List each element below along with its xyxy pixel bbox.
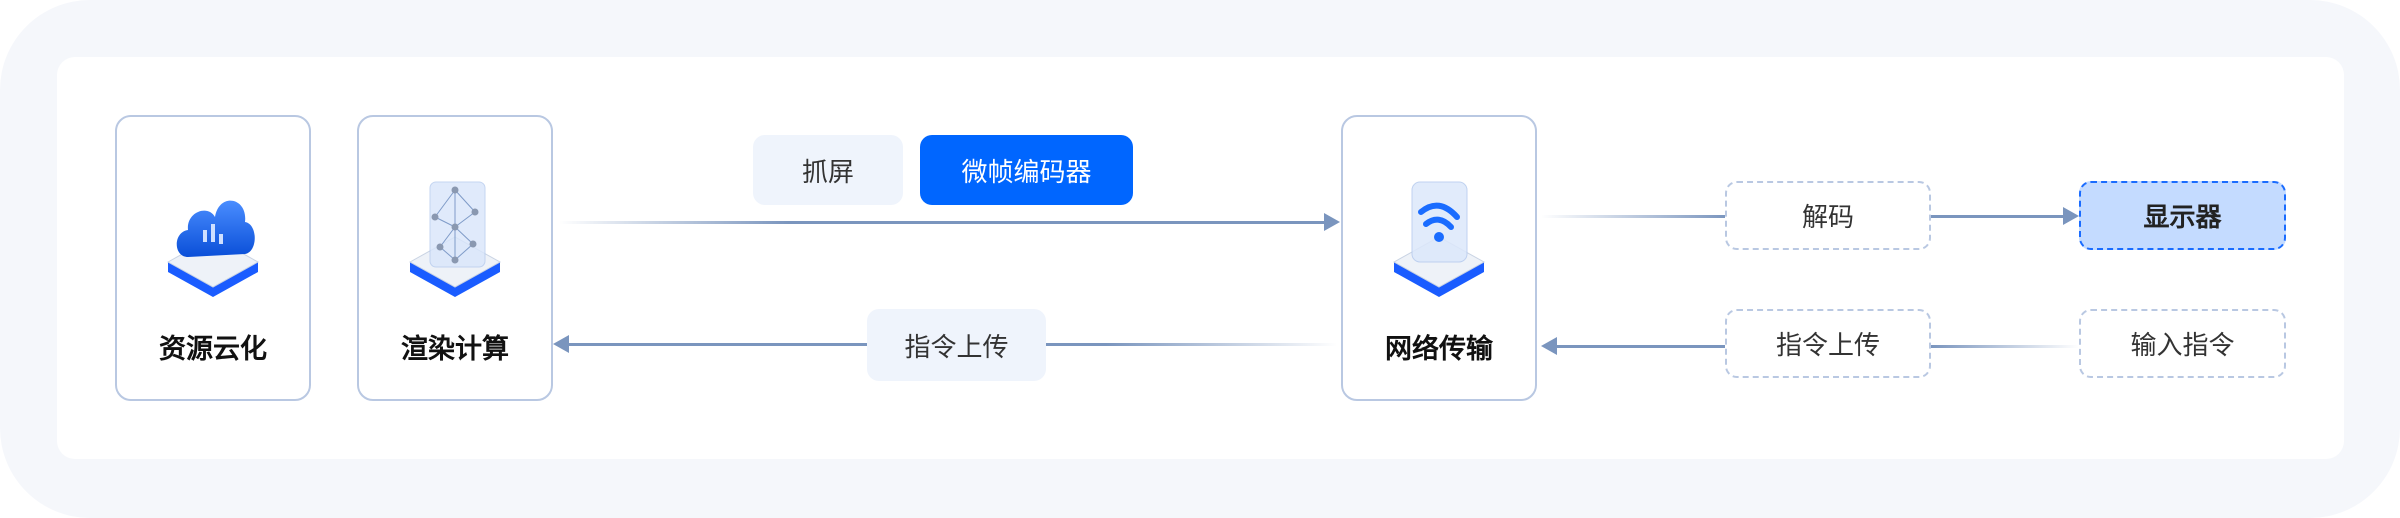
- cloud-icon: [166, 200, 260, 297]
- step-command-upload-right: 指令上传: [1725, 309, 1931, 378]
- step-screen-capture: 抓屏: [753, 135, 903, 205]
- node-network-transfer: 网络传输: [1341, 115, 1537, 401]
- step-command-upload: 指令上传: [867, 309, 1046, 381]
- arrow-left-icon: [1541, 337, 1557, 355]
- arrow-left-icon: [553, 335, 569, 353]
- input-connector: [1931, 345, 2079, 348]
- arrow-right-icon: [2063, 207, 2079, 225]
- wifi-icon: [1392, 181, 1486, 297]
- display-connector: [1931, 215, 2063, 218]
- node-label: 渲染计算: [401, 334, 509, 365]
- step-input-command: 输入指令: [2079, 309, 2286, 378]
- step-encoder: 微帧编码器: [920, 135, 1133, 205]
- node-render-compute: 渲染计算: [357, 115, 553, 401]
- arrow-right-icon: [1324, 213, 1340, 231]
- step-display: 显示器: [2079, 181, 2286, 250]
- network-graph-icon: [408, 181, 502, 297]
- node-label: 网络传输: [1385, 334, 1493, 365]
- step-decode: 解码: [1725, 181, 1931, 250]
- forward-connector: [559, 221, 1324, 224]
- upload-connector: [1557, 345, 1725, 348]
- decode-connector: [1541, 215, 1727, 218]
- node-label: 资源云化: [159, 334, 267, 365]
- node-resource-cloud: 资源云化: [115, 115, 311, 401]
